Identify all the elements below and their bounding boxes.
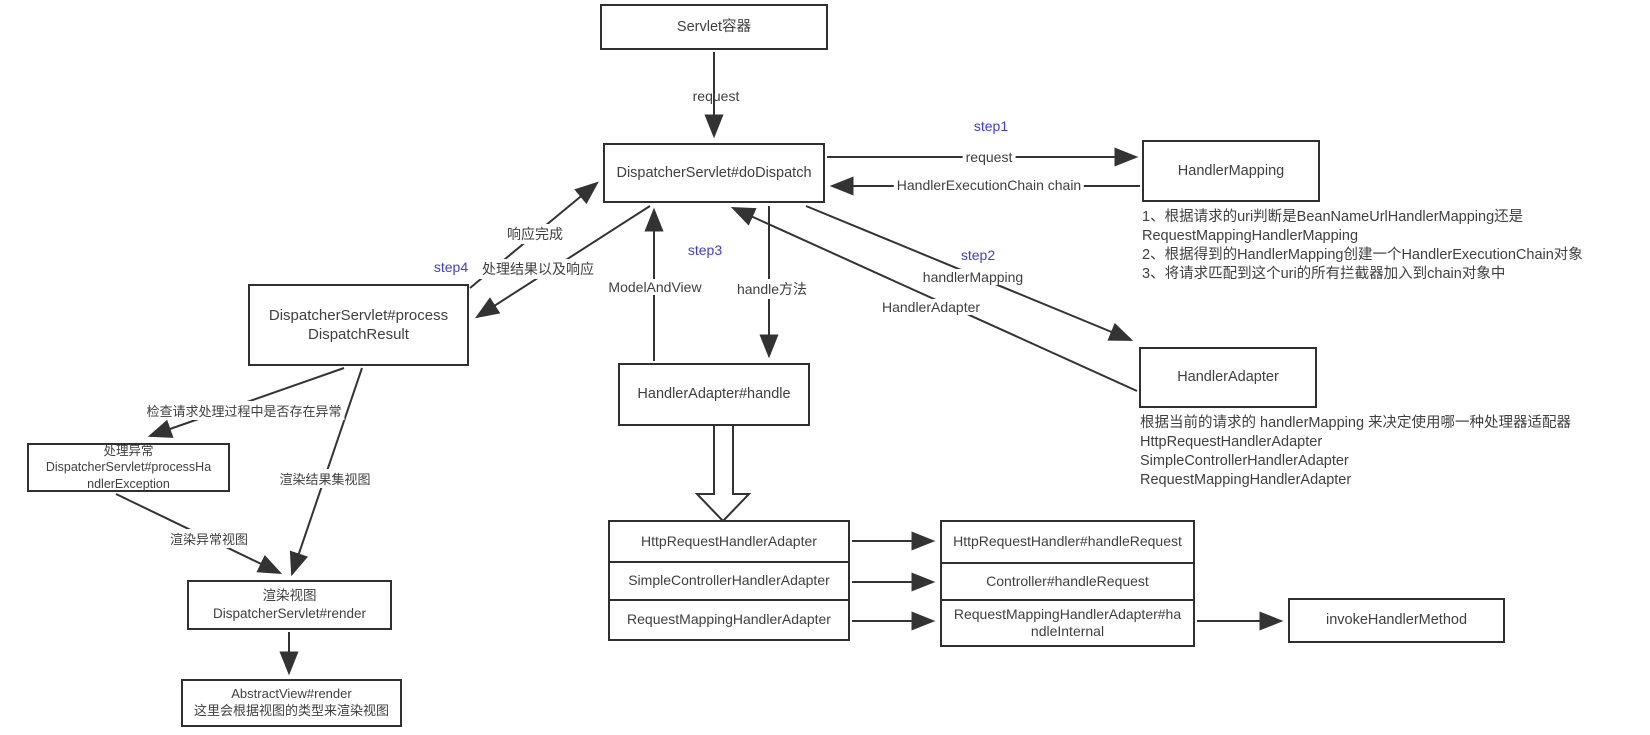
edge-label-step4: step4 <box>433 259 469 275</box>
edge-label-check-exception: 检查请求处理过程中是否存在异常 <box>143 401 345 420</box>
edge-label-request-right: request <box>962 149 1016 165</box>
handler-adapter-box: HandlerAdapter <box>1139 347 1317 408</box>
edge-label-render-result-view: 渲染结果集视图 <box>276 469 374 488</box>
table-row: RequestMappingHandlerAdapter#ha ndleInte… <box>953 605 1182 640</box>
servlet-container-label: Servlet容器 <box>676 18 752 35</box>
table-row: Controller#handleRequest <box>942 564 1193 601</box>
process-dispatch-result-label: DispatcherServlet#process DispatchResult <box>268 306 449 344</box>
edge-label-step3: step3 <box>687 242 723 258</box>
edge-label-response-complete: 响应完成 <box>504 224 566 244</box>
abstract-view-box: AbstractView#render 这里会根据视图的类型来渲染视图 <box>181 679 402 727</box>
handler-adapter-label: HandlerAdapter <box>1177 369 1279 386</box>
render-view-label: 渲染视图 DispatcherServlet#render <box>212 588 367 621</box>
hollow-down-arrow <box>694 423 752 523</box>
edge-label-step2: step2 <box>960 247 996 263</box>
handler-mapping-label: HandlerMapping <box>1177 162 1285 179</box>
handler-adapter-note: 根据当前的请求的 handlerMapping 来决定使用哪一种处理器适配器 H… <box>1140 415 1572 488</box>
handler-adapter-types-table: HttpRequestHandlerAdapter SimpleControll… <box>608 520 850 641</box>
do-dispatch-box: DispatcherServlet#doDispatch <box>603 143 825 203</box>
table-row: HttpRequestHandler#handleRequest <box>942 522 1193 564</box>
handler-adapter-handle-label: HandlerAdapter#handle <box>637 386 791 403</box>
servlet-container-box: Servlet容器 <box>600 4 828 50</box>
do-dispatch-label: DispatcherServlet#doDispatch <box>616 164 812 181</box>
edge-label-render-exception-view: 渲染异常视图 <box>166 529 252 548</box>
edge-label-result-and-response: 处理结果以及响应 <box>479 259 597 279</box>
handler-adapter-handle-box: HandlerAdapter#handle <box>618 363 810 426</box>
invoke-handler-method-label: invokeHandlerMethod <box>1325 612 1468 629</box>
abstract-view-label: AbstractView#render 这里会根据视图的类型来渲染视图 <box>193 686 389 718</box>
handler-mapping-box: HandlerMapping <box>1142 140 1320 202</box>
handler-method-table: HttpRequestHandler#handleRequest Control… <box>940 520 1195 647</box>
edge-label-model-and-view: ModelAndView <box>605 279 705 295</box>
edge-label-handler-adapter: HandlerAdapter <box>878 299 984 315</box>
edge-label-handle-method: handle方法 <box>733 279 811 299</box>
edge-label-handler-mapping: handlerMapping <box>919 269 1027 285</box>
edge-label-handler-execution-chain: HandlerExecutionChain chain <box>893 177 1085 193</box>
process-dispatch-result-box: DispatcherServlet#process DispatchResult <box>248 284 469 366</box>
render-view-box: 渲染视图 DispatcherServlet#render <box>187 580 392 630</box>
process-handler-exception-box: 处理异常 DispatcherServlet#processHa ndlerEx… <box>27 443 230 492</box>
invoke-handler-method-box: invokeHandlerMethod <box>1288 598 1505 643</box>
table-row: SimpleControllerHandlerAdapter <box>610 563 848 601</box>
edge-label-request-top: request <box>692 88 740 104</box>
table-row: HttpRequestHandlerAdapter <box>610 522 848 563</box>
table-row: RequestMappingHandlerAdapter <box>627 611 831 628</box>
handler-mapping-note: 1、根据请求的uri判断是BeanNameUrlHandlerMapping还是… <box>1142 209 1583 282</box>
process-handler-exception-label: 处理异常 DispatcherServlet#processHa ndlerEx… <box>45 444 212 491</box>
edge-label-step1: step1 <box>973 118 1009 134</box>
